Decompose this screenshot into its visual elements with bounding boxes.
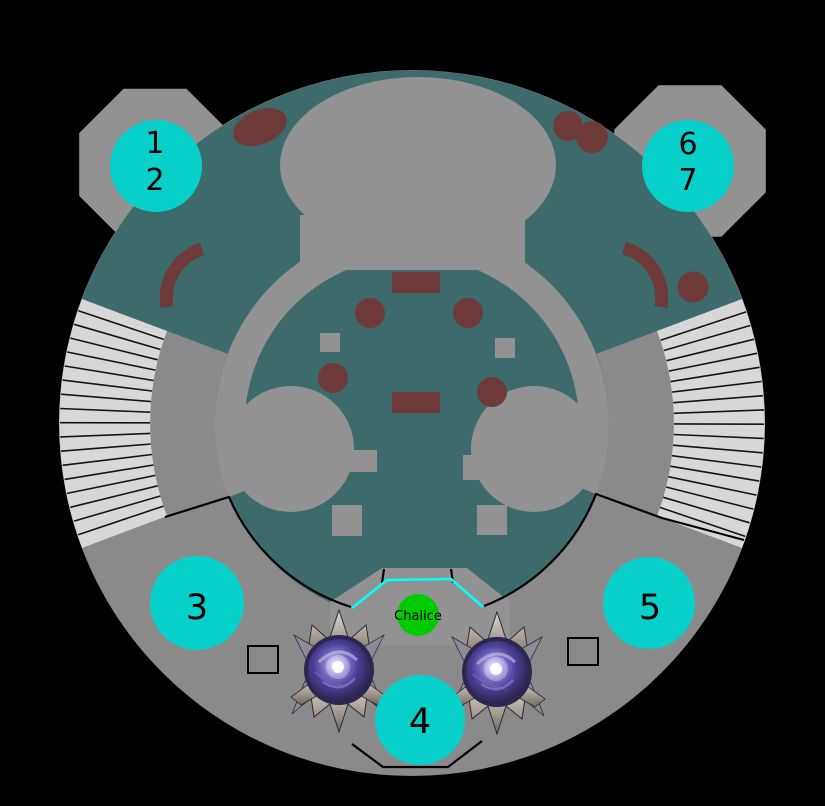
red-dot-lower-right — [477, 377, 507, 407]
chalice-label: Chalice — [394, 609, 442, 624]
red-dot-right — [677, 271, 709, 303]
path-outlines — [164, 492, 745, 769]
lower-entrance-outline — [351, 740, 483, 769]
stair-step-line — [668, 352, 758, 372]
stair-step-line — [668, 475, 757, 496]
red-dot-upper-left — [355, 298, 385, 328]
pillar-right — [471, 386, 597, 512]
stair-step-line — [673, 409, 764, 415]
head-platform — [280, 77, 556, 253]
stair-step-line — [659, 506, 746, 538]
stair-step-line — [673, 433, 764, 440]
pillar-right-tab — [463, 455, 490, 480]
red-dot-lower-left — [318, 363, 348, 393]
stair-step-line — [73, 323, 161, 351]
stair-step-line — [64, 365, 154, 382]
red-arc-right — [621, 241, 669, 309]
stair-step-line — [673, 444, 763, 454]
boundary-line-left — [164, 495, 352, 609]
red-dot-upper-right — [453, 298, 483, 328]
stair-step-line — [673, 394, 763, 404]
floor-square-left — [247, 645, 279, 674]
plate-1-2-circle — [110, 120, 202, 212]
plate-3-label: 3 — [186, 588, 208, 628]
stair-step-line — [62, 379, 153, 392]
callout-plate-4: 4 — [375, 675, 465, 765]
red-rect-bottom — [392, 392, 440, 413]
stair-step-line — [70, 485, 158, 509]
stairs-lines-left — [59, 309, 164, 536]
entrance-cyan-path — [351, 577, 484, 609]
stair-step-line — [663, 324, 751, 352]
court-markers — [318, 272, 515, 536]
pillar-left-tab — [350, 450, 377, 472]
red-blob-right-a — [553, 111, 583, 141]
stair-step-line — [66, 474, 156, 495]
stair-step-line — [670, 465, 760, 482]
stair-step-line — [666, 338, 755, 362]
plate-4-circle — [375, 675, 465, 765]
deck-markers — [159, 108, 709, 309]
stair-step-line — [60, 432, 151, 438]
red-arc-left — [159, 242, 205, 309]
stair-step-line — [78, 309, 164, 341]
stair-step-line — [672, 380, 762, 393]
stair-step-line — [670, 366, 760, 383]
gray-pad-right — [495, 338, 515, 358]
boundary-line-right — [483, 492, 745, 608]
stair-step-line — [660, 311, 747, 342]
red-blob-right-b — [576, 121, 608, 153]
inner-court — [215, 226, 609, 620]
chalice-circle — [397, 594, 439, 636]
stairs-lines-right — [659, 311, 765, 538]
stair-step-line — [62, 453, 152, 467]
entrance-tick-left — [380, 568, 386, 584]
stair-step-line — [665, 486, 754, 510]
stair-step-line — [77, 505, 164, 536]
floor-square-right — [567, 637, 599, 666]
plate-4-label: 4 — [409, 702, 431, 742]
plate-6-7-circle — [642, 120, 734, 212]
stair-step-line — [61, 393, 151, 403]
chalice-marker: Chalice — [394, 594, 442, 636]
stair-step-line — [70, 337, 158, 361]
stair-step-line — [60, 407, 151, 413]
gray-block-left — [332, 505, 362, 536]
plate-5-label: 5 — [639, 588, 661, 628]
plate-3-circle — [150, 556, 244, 650]
plate-5-circle — [603, 557, 695, 649]
stair-step-line — [67, 351, 156, 371]
stair-step-line — [61, 443, 151, 452]
gray-pad-left — [320, 333, 340, 352]
stair-step-line — [671, 454, 762, 468]
stair-step-line — [73, 495, 161, 522]
callout-plate-5: 5 — [603, 557, 695, 649]
gray-block-right — [477, 505, 507, 535]
pillar-left — [228, 386, 354, 512]
red-rect-top — [392, 272, 440, 293]
callout-plate-3: 3 — [150, 556, 244, 650]
stair-step-line — [662, 496, 750, 524]
stair-step-line — [64, 464, 154, 481]
red-blob-left — [233, 108, 287, 146]
